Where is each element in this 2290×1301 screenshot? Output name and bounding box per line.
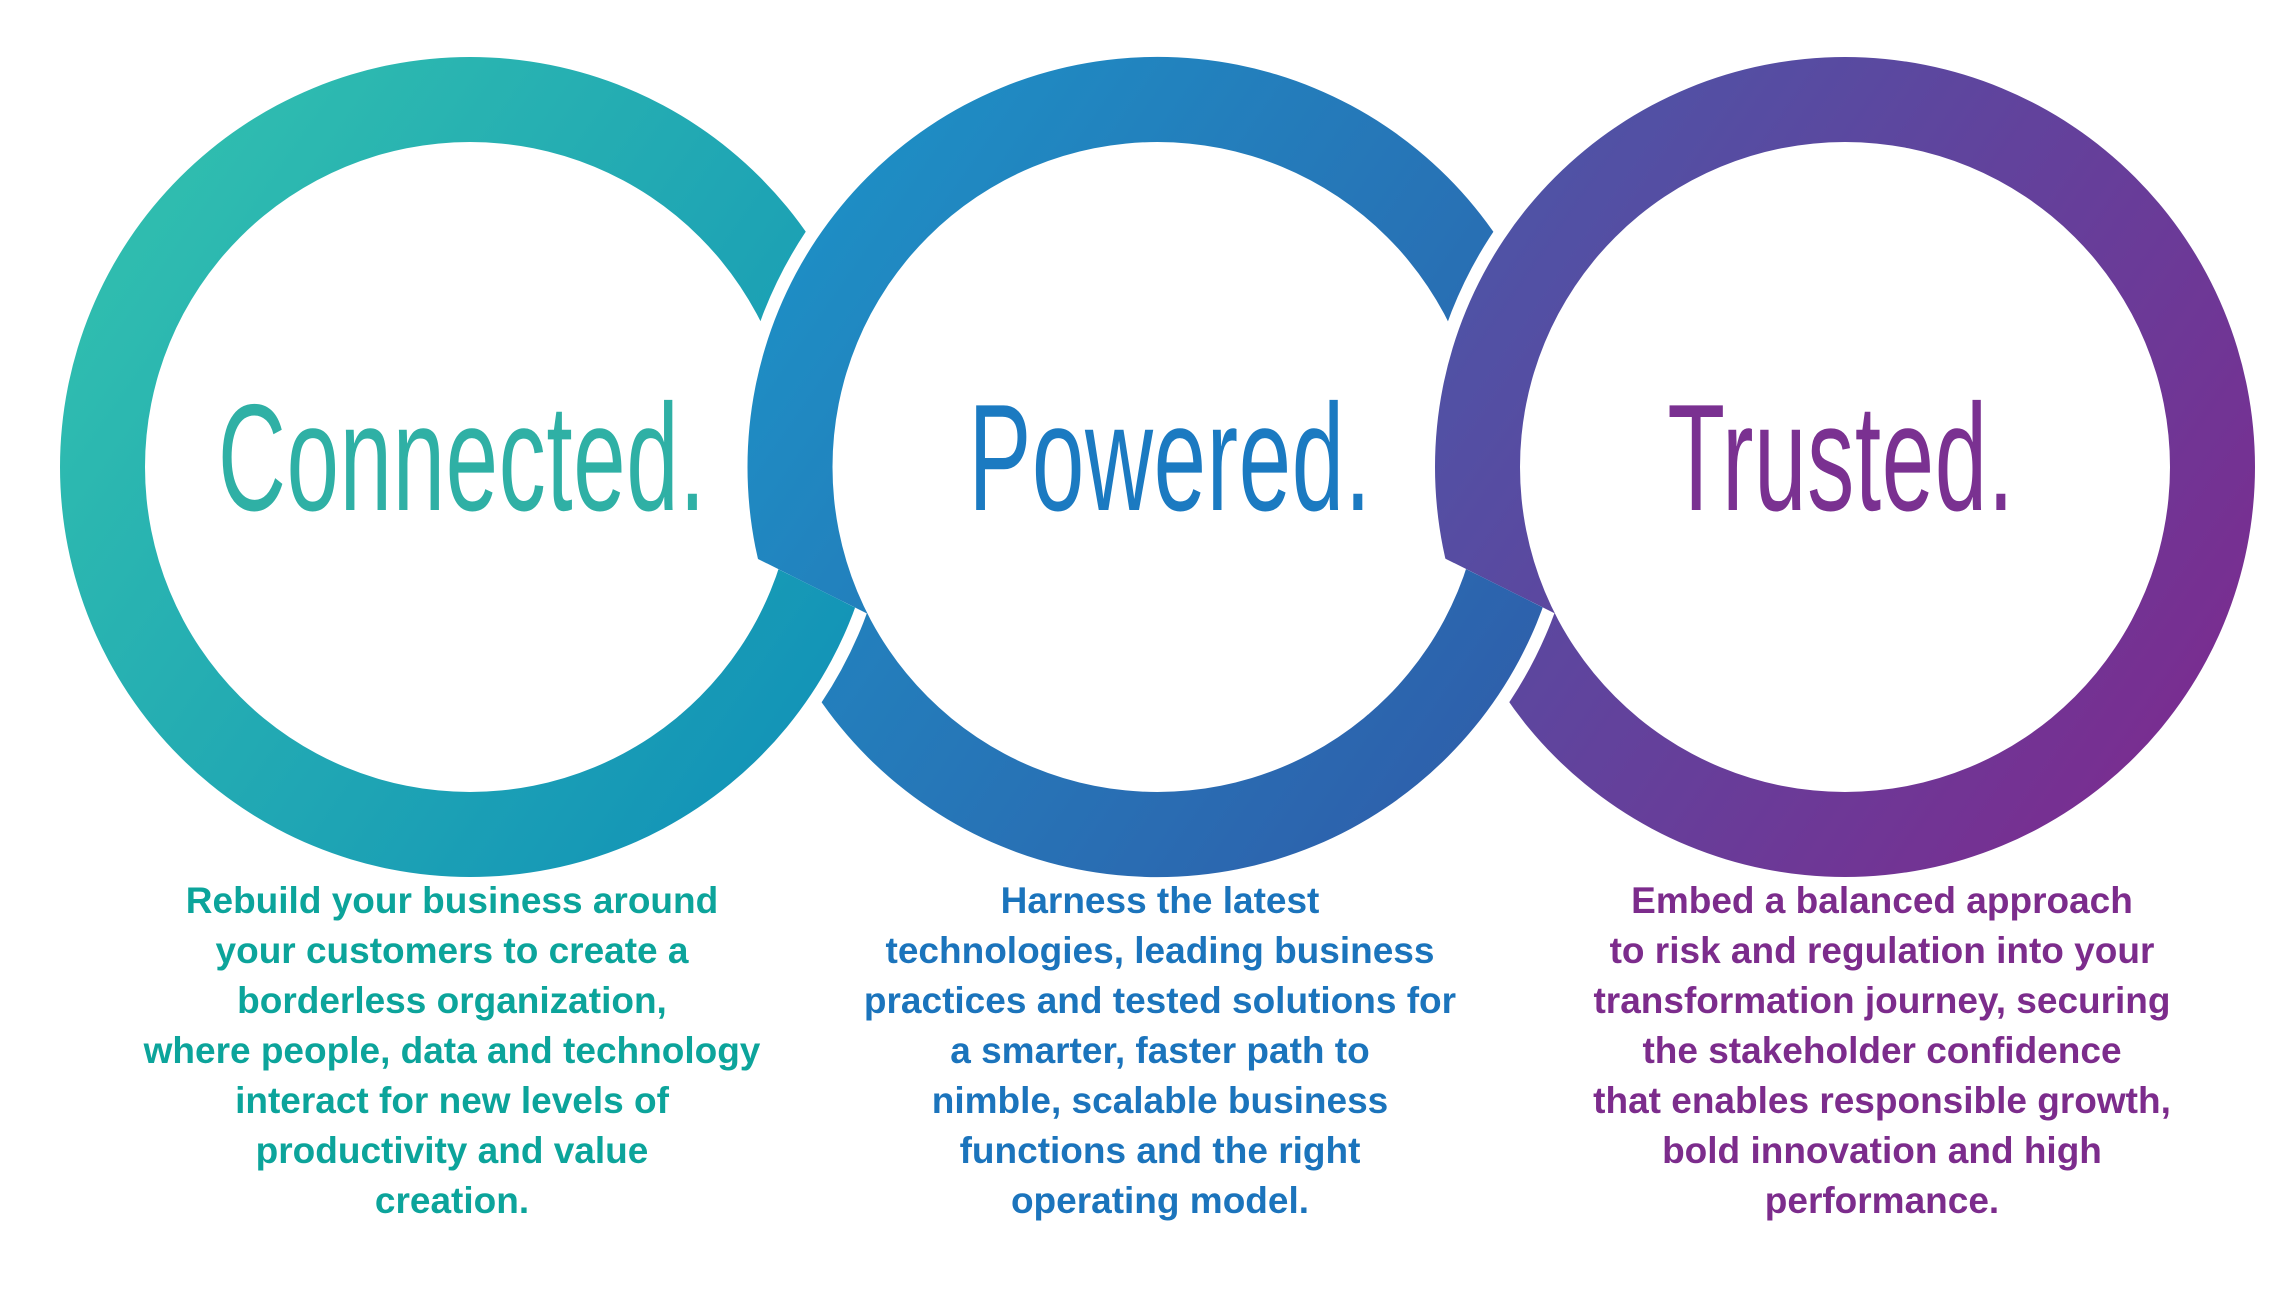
ring-title-powered: Powered.	[968, 373, 1372, 543]
ring-title-trusted: Trusted.	[1667, 373, 2015, 543]
ring-trusted	[1421, 44, 2269, 890]
ring-title-connected: Connected.	[217, 373, 707, 543]
